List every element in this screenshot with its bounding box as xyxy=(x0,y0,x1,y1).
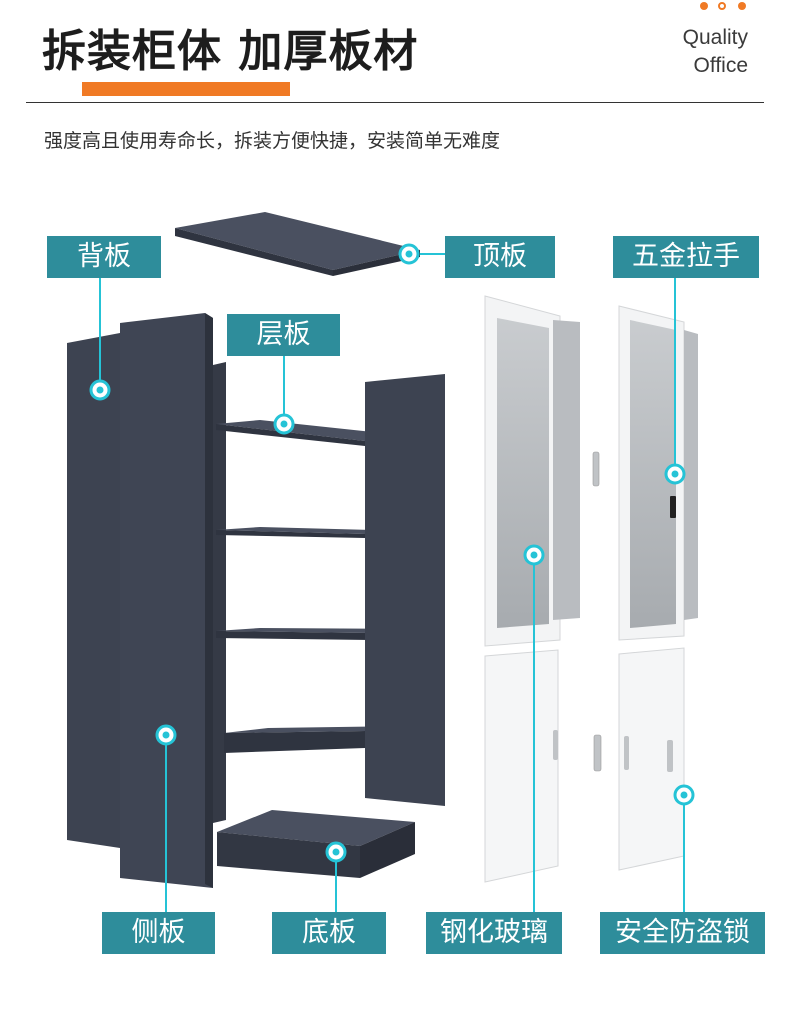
bottom-panel-shape xyxy=(217,810,415,878)
side-panel-shape xyxy=(120,313,213,888)
inner-post-shape xyxy=(213,362,226,823)
brand-line-2: Office xyxy=(693,54,748,77)
label-hardware-handle: 五金拉手 xyxy=(613,236,759,278)
glass-door-left-upper xyxy=(484,295,600,647)
label-side-panel: 侧板 xyxy=(102,912,215,954)
glass-door-right-upper xyxy=(618,305,698,641)
lower-door-right xyxy=(618,647,685,871)
marker-glass-icon xyxy=(523,544,545,566)
title-underline xyxy=(82,82,290,96)
marker-handle-icon xyxy=(664,463,686,485)
marker-side-panel-icon xyxy=(155,724,177,746)
lower-door-left xyxy=(484,649,602,883)
subtitle: 强度高且使用寿命长，拆装方便快捷，安装简单无难度 xyxy=(44,130,501,152)
callout-markers xyxy=(89,243,695,863)
page-title: 拆装柜体 加厚板材 xyxy=(42,20,418,96)
marker-top-panel-icon xyxy=(398,243,420,265)
label-shelf: 层板 xyxy=(227,314,340,356)
marker-bottom-panel-icon xyxy=(325,841,347,863)
shelves-shape xyxy=(216,420,415,753)
dot-ring-icon xyxy=(718,2,726,10)
label-security-lock: 安全防盗锁 xyxy=(600,912,765,954)
brand-line-1: Quality xyxy=(682,26,748,49)
label-bottom-panel: 底板 xyxy=(272,912,386,954)
dot-icon xyxy=(700,2,708,10)
header-divider xyxy=(26,102,764,103)
brand-text: Quality Office xyxy=(683,24,748,80)
dot-icon xyxy=(738,2,746,10)
marker-lock-icon xyxy=(673,784,695,806)
decorative-dots xyxy=(700,0,760,14)
marker-shelf-icon xyxy=(273,413,295,435)
back-panel-shape xyxy=(67,333,120,848)
label-top-panel: 顶板 xyxy=(445,236,555,278)
callout-lines xyxy=(99,253,685,912)
top-panel-shape xyxy=(175,212,420,276)
right-side-panel-shape xyxy=(365,374,445,806)
marker-back-panel-icon xyxy=(89,379,111,401)
label-tempered-glass: 钢化玻璃 xyxy=(426,912,562,954)
label-back-panel: 背板 xyxy=(47,236,161,278)
